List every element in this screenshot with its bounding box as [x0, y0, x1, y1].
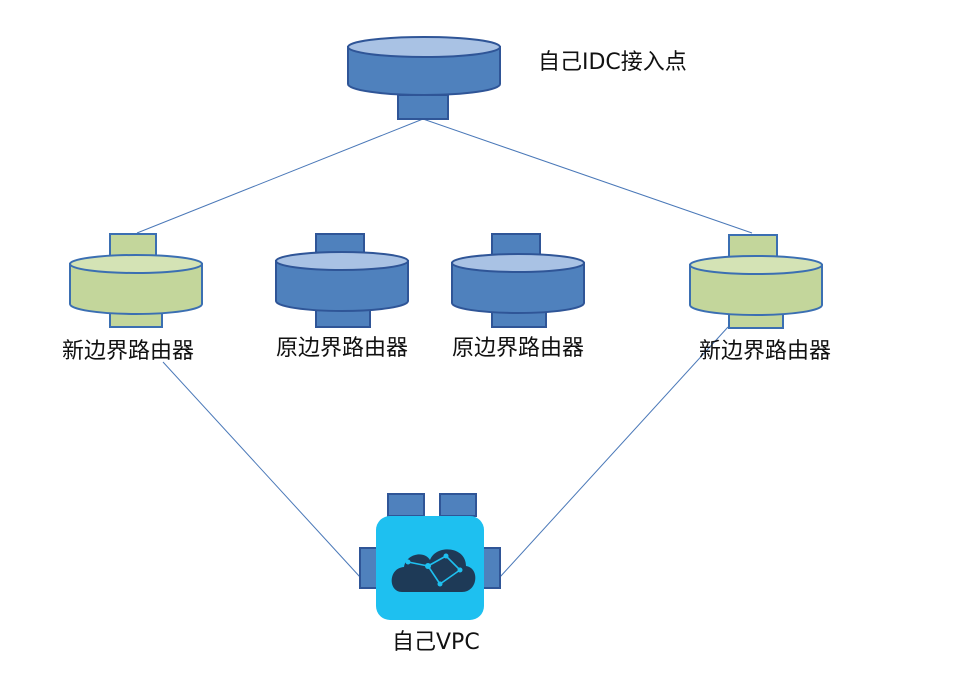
idc-access-point-router-icon [347, 36, 501, 120]
new-border-router-left-label: 新边界路由器 [62, 339, 195, 364]
idc-access-point-label: 自己IDC接入点 [538, 50, 687, 75]
original-border-router-2-icon [451, 233, 585, 328]
link-idc-to-new-right [422, 118, 753, 234]
original-border-router-2-label: 原边界路由器 [452, 336, 585, 361]
link-new-left-to-vpc [162, 361, 361, 578]
vpc-port-top-left [387, 493, 425, 517]
connection-lines [136, 118, 753, 578]
own-vpc-label: 自己VPC [392, 630, 480, 655]
vpc-port-top-right [439, 493, 477, 517]
link-idc-to-new-left [136, 118, 424, 234]
original-border-router-1-label: 原边界路由器 [276, 336, 409, 361]
link-new-right-to-vpc [499, 326, 729, 578]
vpc-cloud-network-icon [359, 493, 501, 620]
new-border-router-left-icon [69, 233, 203, 328]
original-border-router-1-icon [275, 233, 409, 328]
new-border-router-right-label: 新边界路由器 [699, 339, 832, 364]
new-border-router-right-icon [689, 234, 823, 329]
cloud-icon [391, 549, 476, 592]
vpc-port-left [359, 547, 379, 589]
vpc-port-right [481, 547, 501, 589]
